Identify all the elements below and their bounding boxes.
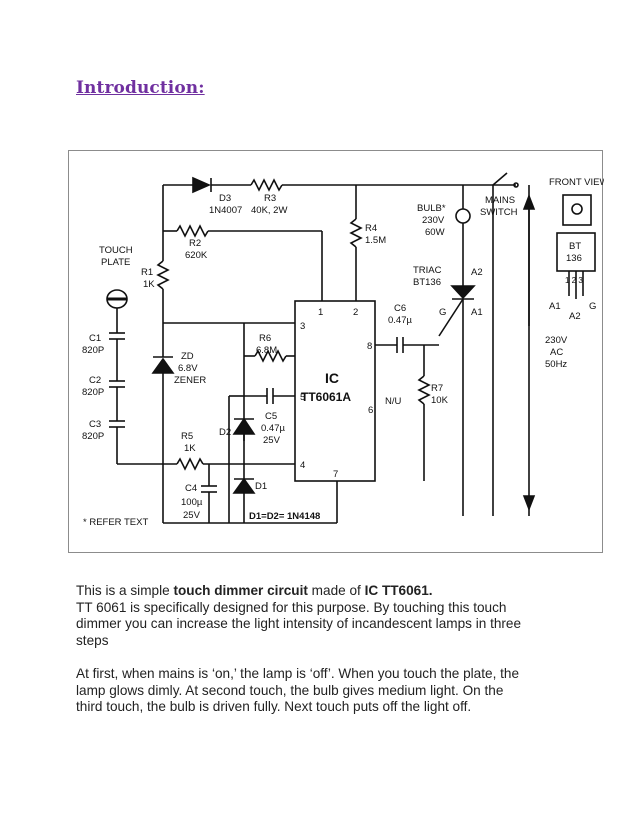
- label-d2: D2: [219, 427, 231, 438]
- label-touch: TOUCH: [99, 245, 133, 256]
- label-c4-v: 25V: [183, 510, 201, 521]
- label-pin2: 2: [353, 307, 358, 318]
- label-zd-v: 6.8V: [178, 363, 198, 374]
- label-r2-val: 620K: [185, 250, 208, 261]
- label-c2-val: 820P: [82, 387, 104, 398]
- label-r2: R2: [189, 238, 201, 249]
- para2-line2: lamp glows dimly. At second touch, the b…: [76, 682, 504, 698]
- label-c3: C3: [89, 419, 101, 430]
- label-bt-num: 136: [566, 253, 582, 264]
- para1-text-c: made of: [307, 583, 365, 598]
- label-c2: C2: [89, 375, 101, 386]
- label-switch: SWITCH: [480, 207, 518, 218]
- label-plate: PLATE: [101, 257, 130, 268]
- paragraph-operation: At first, when mains is ‘on,’ the lamp i…: [76, 666, 556, 716]
- label-mains: MAINS: [485, 195, 515, 206]
- label-pins: 1 2 3: [565, 276, 583, 285]
- label-r6-val: 6.8M: [256, 345, 277, 356]
- label-r5-val: 1K: [184, 443, 196, 454]
- label-r4: R4: [365, 223, 377, 234]
- para2-line1: At first, when mains is ‘on,’ the lamp i…: [76, 666, 520, 681]
- circuit-diagram: D3 1N4007 R3 40K, 2W R2 620K R4 1.5M BUL…: [82, 172, 604, 528]
- label-ac-hz: 50Hz: [545, 359, 567, 370]
- label-pin3: 3: [300, 321, 305, 332]
- para1-line3: dimmer you can increase the light intens…: [76, 616, 522, 631]
- para1-line4: steps: [76, 632, 109, 648]
- label-bt: BT: [569, 241, 581, 252]
- label-c4-val: 100µ: [181, 497, 203, 508]
- label-r4-val: 1.5M: [365, 235, 386, 246]
- label-r6: R6: [259, 333, 271, 344]
- label-triac-a2: A2: [471, 267, 483, 278]
- label-ic: IC: [325, 370, 339, 386]
- para1-bold-circuit: touch dimmer circuit: [173, 583, 308, 598]
- label-bulb-v: 230V: [422, 215, 445, 226]
- label-triac: TRIAC: [413, 265, 442, 276]
- label-d3-part: 1N4007: [209, 205, 242, 216]
- label-zd-t: ZENER: [174, 375, 206, 386]
- label-pin1: 1: [318, 307, 323, 318]
- label-fv-a1: A1: [549, 301, 561, 312]
- label-front-view: FRONT VIEW: [549, 177, 604, 188]
- label-triac-part: BT136: [413, 277, 441, 288]
- label-bulb: BULB*: [417, 203, 446, 214]
- label-d-note: D1=D2= 1N4148: [249, 511, 320, 522]
- label-bulb-w: 60W: [425, 227, 445, 238]
- label-ac-v: 230V: [545, 335, 568, 346]
- label-c5-val: 0.47µ: [261, 423, 285, 434]
- circuit-diagram-frame: D3 1N4007 R3 40K, 2W R2 620K R4 1.5M BUL…: [68, 150, 604, 553]
- label-r7: R7: [431, 383, 443, 394]
- paragraph-intro: This is a simple touch dimmer circuit ma…: [76, 583, 556, 649]
- label-c5-v: 25V: [263, 435, 281, 446]
- label-zd: ZD: [181, 351, 194, 362]
- para2-line3: third touch, the bulb is driven fully. N…: [76, 699, 472, 714]
- label-c6-val: 0.47µ: [388, 315, 412, 326]
- label-pin8: 8: [367, 341, 372, 352]
- label-pin7: 7: [333, 469, 338, 480]
- label-c6: C6: [394, 303, 406, 314]
- label-triac-g: G: [439, 307, 446, 318]
- label-ic-part: TT6061A: [301, 390, 351, 404]
- label-r5: R5: [181, 431, 193, 442]
- label-refer: * REFER TEXT: [83, 517, 148, 528]
- label-fv-g: G: [589, 301, 596, 312]
- label-d1: D1: [255, 481, 267, 492]
- label-pin4: 4: [300, 460, 305, 471]
- label-c3-val: 820P: [82, 431, 104, 442]
- label-r7-val: 10K: [431, 395, 449, 406]
- label-c1-val: 820P: [82, 345, 104, 356]
- label-r1: R1: [141, 267, 153, 278]
- label-r3-val: 40K, 2W: [251, 205, 287, 216]
- label-fv-a2: A2: [569, 311, 581, 322]
- label-c1: C1: [89, 333, 101, 344]
- para1-bold-ic: IC TT6061.: [364, 583, 433, 598]
- label-nu: N/U: [385, 396, 402, 407]
- para1-line2: TT 6061 is specifically designed for thi…: [76, 599, 507, 615]
- para1-line1: This is a simple touch dimmer circuit ma…: [76, 583, 556, 600]
- label-c5: C5: [265, 411, 277, 422]
- label-pin5: 5: [300, 392, 305, 403]
- label-ac: AC: [550, 347, 563, 358]
- label-pin6: 6: [368, 405, 373, 416]
- label-c4: C4: [185, 483, 197, 494]
- page-heading: Introduction:: [76, 78, 205, 98]
- label-triac-a1: A1: [471, 307, 483, 318]
- label-r3: R3: [264, 193, 276, 204]
- label-d3: D3: [219, 193, 231, 204]
- para1-text-a: This is a simple: [76, 583, 174, 598]
- label-r1-val: 1K: [143, 279, 155, 290]
